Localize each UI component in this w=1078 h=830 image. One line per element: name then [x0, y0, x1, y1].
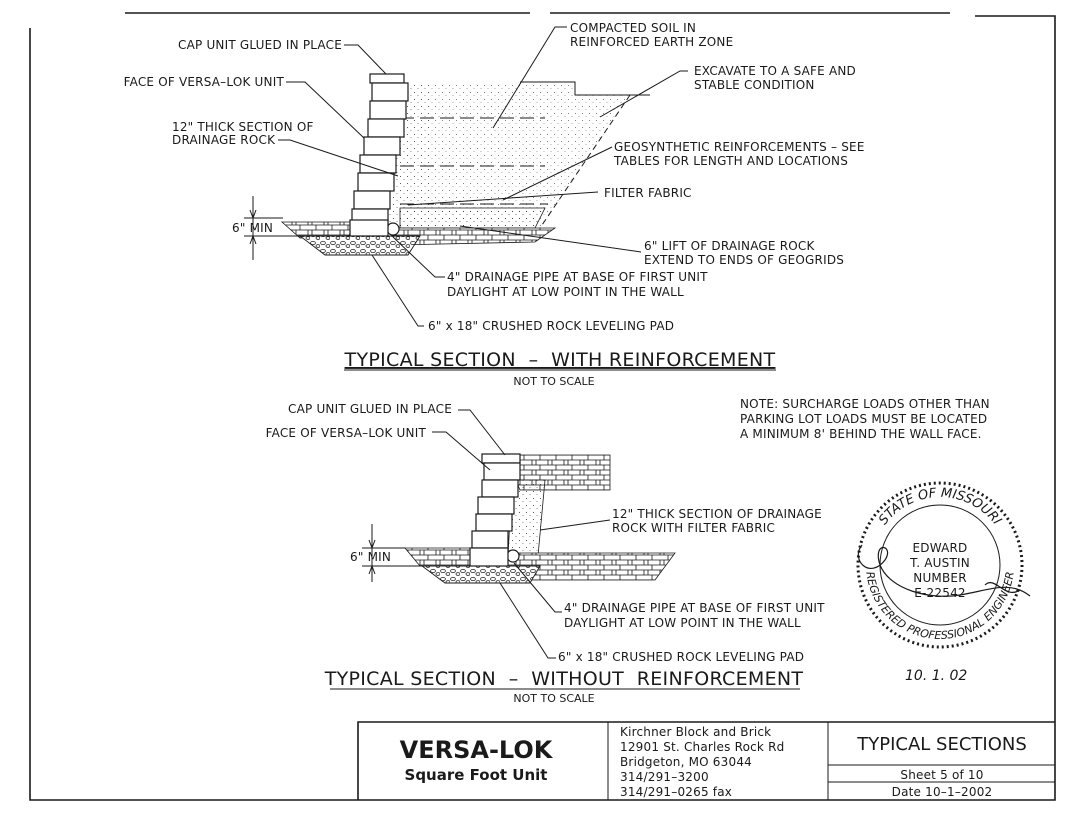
drainage-pipe: [386, 222, 400, 236]
min-dimension: [244, 196, 300, 260]
seal-ring-top: STATE OF MISSOURI: [876, 486, 1004, 528]
seal-name-2: T. AUSTIN: [909, 556, 970, 570]
seal-number: E-22542: [914, 586, 966, 600]
company-fax: 314/291–0265 fax: [620, 785, 732, 799]
section-with-reinforcement: CAP UNIT GLUED IN PLACE FACE OF VERSA–LO…: [124, 21, 865, 388]
label-cap-unit-2: CAP UNIT GLUED IN PLACE: [288, 402, 452, 416]
ground-hatch-left: [404, 547, 479, 567]
label-compacted-soil-2: REINFORCED EARTH ZONE: [570, 35, 733, 49]
label-drainage-rock-2: DRAINAGE ROCK: [172, 133, 276, 147]
product-subtitle: Square Foot Unit: [405, 766, 548, 784]
sheet-date: Date 10–1–2002: [892, 785, 993, 799]
section-title-without: TYPICAL SECTION – WITHOUT REINFORCEMENT: [324, 668, 804, 690]
excavation-line: [539, 94, 631, 229]
title-block: VERSA-LOK Square Foot Unit Kirchner Bloc…: [357, 721, 1055, 800]
label-excavate-2: STABLE CONDITION: [694, 78, 815, 92]
label-min-dimension: 6" MIN: [232, 221, 273, 235]
label-leveling-pad-2: 6" x 18" CRUSHED ROCK LEVELING PAD: [558, 650, 804, 664]
section-title-with: TYPICAL SECTION – WITH REINFORCEMENT: [344, 349, 776, 371]
svg-text:STATE OF MISSOURI: STATE OF MISSOURI: [876, 486, 1004, 528]
label-drainage-rock-2b: ROCK WITH FILTER FABRIC: [612, 521, 775, 535]
seal-number-label: NUMBER: [913, 571, 966, 585]
leader-lines: [278, 26, 688, 327]
label-geosynthetic-1: GEOSYNTHETIC REINFORCEMENTS – SEE: [614, 140, 865, 154]
company-phone: 314/291–3200: [620, 770, 709, 784]
label-drainage-lift-2: EXTEND TO ENDS OF GEOGRIDS: [644, 253, 844, 267]
seal-name-1: EDWARD: [912, 541, 967, 555]
company-address-2: Bridgeton, MO 63044: [620, 755, 752, 769]
label-face-unit: FACE OF VERSA–LOK UNIT: [124, 75, 285, 89]
surcharge-note: NOTE: SURCHARGE LOADS OTHER THAN PARKING…: [740, 397, 990, 441]
note-line-1: NOTE: SURCHARGE LOADS OTHER THAN: [740, 397, 990, 411]
drainage-pipe-2: [506, 549, 520, 563]
label-drainage-pipe-2: DAYLIGHT AT LOW POINT IN THE WALL: [447, 285, 684, 299]
min-dimension-2: [362, 524, 422, 582]
scale-note-without: NOT TO SCALE: [513, 692, 594, 705]
company-name: Kirchner Block and Brick: [620, 725, 771, 739]
sheet-title: TYPICAL SECTIONS: [856, 734, 1027, 755]
versa-lok-wall: [349, 73, 409, 237]
label-drainage-pipe-2b: DAYLIGHT AT LOW POINT IN THE WALL: [564, 616, 801, 630]
label-min-dimension-2: 6" MIN: [350, 550, 391, 564]
note-line-2: PARKING LOT LOADS MUST BE LOCATED: [740, 412, 987, 426]
reinforced-soil-zone: [430, 82, 630, 228]
company-address-1: 12901 St. Charles Rock Rd: [620, 740, 784, 754]
handwritten-date: 10. 1. 02: [905, 668, 967, 684]
signature: [857, 544, 1031, 597]
leveling-pad-2: [420, 565, 541, 584]
label-compacted-soil-1: COMPACTED SOIL IN: [570, 21, 696, 35]
scale-note-with: NOT TO SCALE: [513, 375, 594, 388]
label-geosynthetic-2: TABLES FOR LENGTH AND LOCATIONS: [613, 154, 848, 168]
engineer-seal: STATE OF MISSOURI REGISTERED PROFESSIONA…: [856, 481, 1031, 684]
versa-lok-wall-2: [469, 453, 521, 567]
label-cap-unit: CAP UNIT GLUED IN PLACE: [178, 38, 342, 52]
note-line-3: A MINIMUM 8' BEHIND THE WALL FACE.: [740, 427, 982, 441]
label-excavate-1: EXCAVATE TO A SAFE AND: [694, 64, 856, 78]
label-drainage-lift-1: 6" LIFT OF DRAINAGE ROCK: [644, 239, 815, 253]
sheet-number: Sheet 5 of 10: [900, 768, 983, 782]
drainage-lift: [399, 207, 546, 229]
label-drainage-pipe-2a: 4" DRAINAGE PIPE AT BASE OF FIRST UNIT: [564, 601, 825, 615]
label-drainage-rock-1: 12" THICK SECTION OF: [172, 120, 314, 134]
section-without-reinforcement: CAP UNIT GLUED IN PLACE FACE OF VERSA–LO…: [266, 402, 825, 705]
label-leveling-pad: 6" x 18" CRUSHED ROCK LEVELING PAD: [428, 319, 674, 333]
label-drainage-pipe-1: 4" DRAINAGE PIPE AT BASE OF FIRST UNIT: [447, 270, 708, 284]
label-drainage-rock-2a: 12" THICK SECTION OF DRAINAGE: [612, 507, 822, 521]
label-filter-fabric: FILTER FABRIC: [604, 186, 692, 200]
label-face-unit-2: FACE OF VERSA–LOK UNIT: [266, 426, 427, 440]
product-name: VERSA-LOK: [400, 736, 554, 764]
leader-lines-2: [432, 409, 611, 659]
sheet-border: [29, 12, 1056, 801]
